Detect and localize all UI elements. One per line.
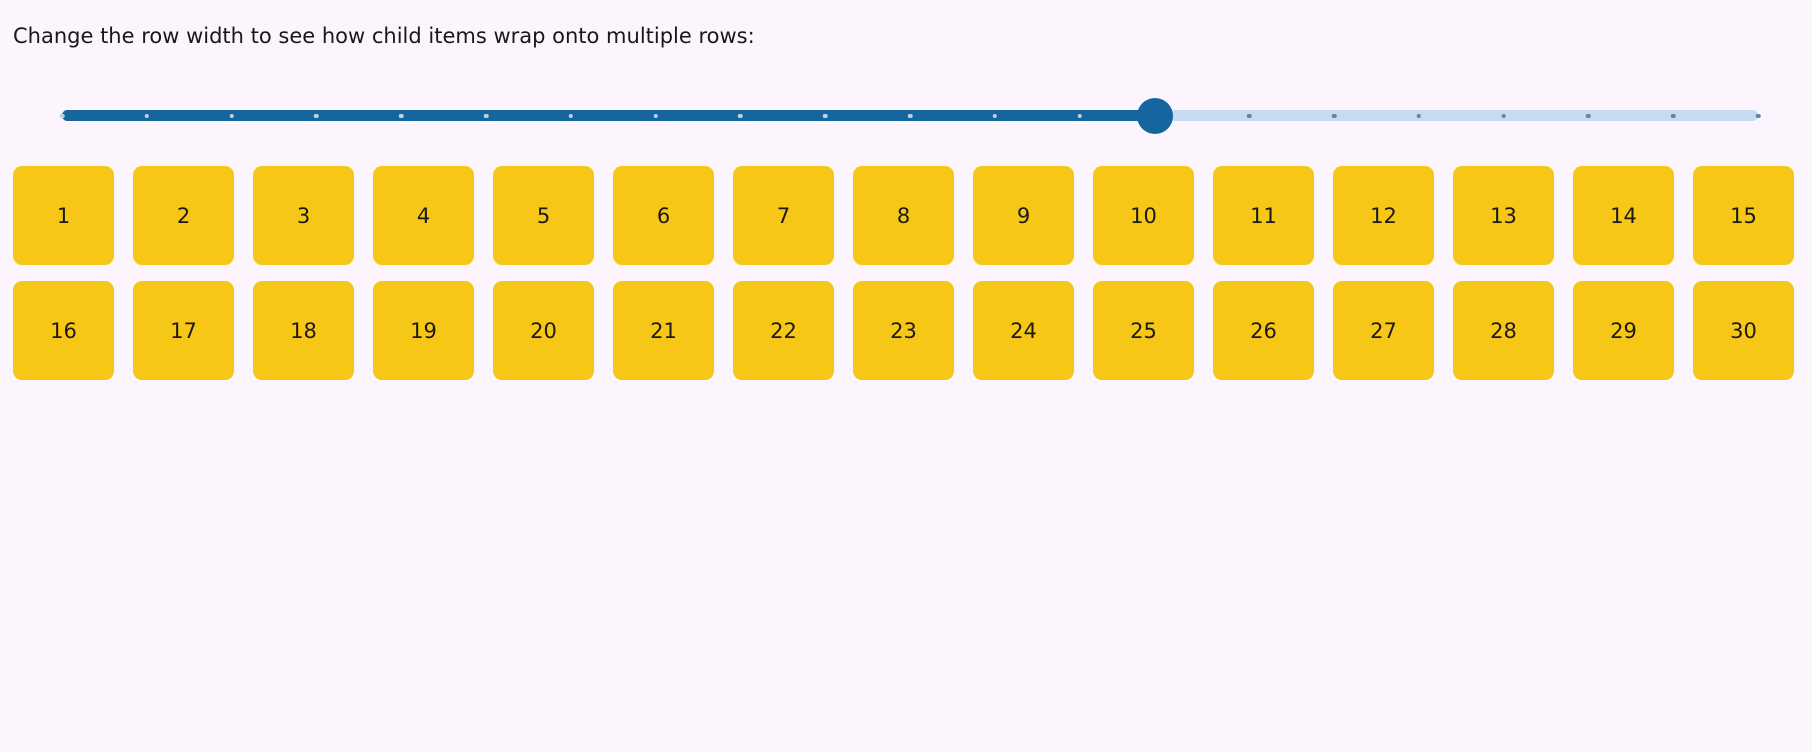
slider-tick xyxy=(1416,113,1422,118)
row-width-slider[interactable] xyxy=(59,96,1761,136)
flex-item: 7 xyxy=(733,166,834,265)
slider-tick xyxy=(144,113,150,118)
flex-item: 3 xyxy=(253,166,354,265)
flex-item-label: 17 xyxy=(170,318,197,343)
flex-item-label: 22 xyxy=(770,318,797,343)
instruction-text: Change the row width to see how child it… xyxy=(13,24,755,48)
slider-tick xyxy=(907,113,913,118)
slider-tick xyxy=(1077,113,1082,118)
flex-item-label: 15 xyxy=(1730,203,1757,228)
flex-item: 12 xyxy=(1333,166,1434,265)
flex-item: 11 xyxy=(1213,166,1314,265)
flex-item: 18 xyxy=(253,281,354,380)
flex-item: 30 xyxy=(1693,281,1794,380)
flex-item-label: 2 xyxy=(176,203,191,228)
slider-tick xyxy=(59,113,65,118)
flex-item-label: 4 xyxy=(416,203,431,228)
flex-item: 4 xyxy=(373,166,474,265)
flex-item-label: 13 xyxy=(1490,203,1517,228)
slider-tick xyxy=(1670,113,1676,118)
flex-item: 8 xyxy=(853,166,954,265)
flex-item-label: 23 xyxy=(890,318,917,343)
flex-item-label: 9 xyxy=(1016,203,1031,228)
flex-item: 20 xyxy=(493,281,594,380)
flex-item: 29 xyxy=(1573,281,1674,380)
flex-item: 16 xyxy=(13,281,114,380)
flex-item-label: 7 xyxy=(776,203,791,228)
flex-item: 15 xyxy=(1693,166,1794,265)
slider-tick xyxy=(1586,113,1591,118)
slider-tick xyxy=(1331,113,1337,118)
flex-item-label: 26 xyxy=(1250,318,1277,343)
flex-item-label: 8 xyxy=(896,203,911,228)
flex-item-label: 3 xyxy=(296,203,311,228)
flex-item-label: 25 xyxy=(1130,318,1157,343)
slider-tick xyxy=(568,113,574,118)
slider-tick xyxy=(992,113,998,118)
slider-tick xyxy=(314,113,319,118)
flex-item: 14 xyxy=(1573,166,1674,265)
flex-item: 1 xyxy=(13,166,114,265)
flex-item-label: 21 xyxy=(650,318,677,343)
flex-item-label: 6 xyxy=(656,203,671,228)
flex-item: 27 xyxy=(1333,281,1434,380)
flex-item-label: 5 xyxy=(536,203,551,228)
flex-item: 17 xyxy=(133,281,234,380)
flex-item-label: 19 xyxy=(410,318,437,343)
flex-item: 2 xyxy=(133,166,234,265)
flex-item-label: 16 xyxy=(50,318,77,343)
slider-tick-marks xyxy=(59,110,1761,121)
flex-item-label: 27 xyxy=(1370,318,1397,343)
flex-item-label: 10 xyxy=(1130,203,1157,228)
flex-item: 25 xyxy=(1093,281,1194,380)
flex-item-label: 1 xyxy=(56,203,71,228)
slider-tick xyxy=(653,113,658,118)
slider-thumb[interactable] xyxy=(1137,98,1173,134)
slider-filled-track xyxy=(62,110,1155,121)
flex-item: 13 xyxy=(1453,166,1554,265)
slider-tick xyxy=(1246,113,1252,118)
flex-item: 24 xyxy=(973,281,1074,380)
flex-item-label: 14 xyxy=(1610,203,1637,228)
flex-item: 26 xyxy=(1213,281,1314,380)
flex-item-label: 24 xyxy=(1010,318,1037,343)
flex-item: 19 xyxy=(373,281,474,380)
flex-item-label: 29 xyxy=(1610,318,1637,343)
flex-item: 5 xyxy=(493,166,594,265)
flex-item-label: 12 xyxy=(1370,203,1397,228)
flex-item: 10 xyxy=(1093,166,1194,265)
flex-item-label: 28 xyxy=(1490,318,1517,343)
slider-tick xyxy=(483,113,489,118)
slider-tick xyxy=(738,113,743,118)
slider-tick xyxy=(1755,113,1761,118)
flex-item: 22 xyxy=(733,281,834,380)
flex-item-label: 30 xyxy=(1730,318,1757,343)
flex-item: 6 xyxy=(613,166,714,265)
slider-tick xyxy=(822,113,828,118)
flex-item: 9 xyxy=(973,166,1074,265)
flex-item: 21 xyxy=(613,281,714,380)
slider-tick xyxy=(229,113,234,118)
flex-item-label: 18 xyxy=(290,318,317,343)
flex-item: 23 xyxy=(853,281,954,380)
slider-tick xyxy=(398,113,404,118)
flex-item-label: 20 xyxy=(530,318,557,343)
flex-item-label: 11 xyxy=(1250,203,1277,228)
flex-item: 28 xyxy=(1453,281,1554,380)
slider-tick xyxy=(1501,113,1506,118)
